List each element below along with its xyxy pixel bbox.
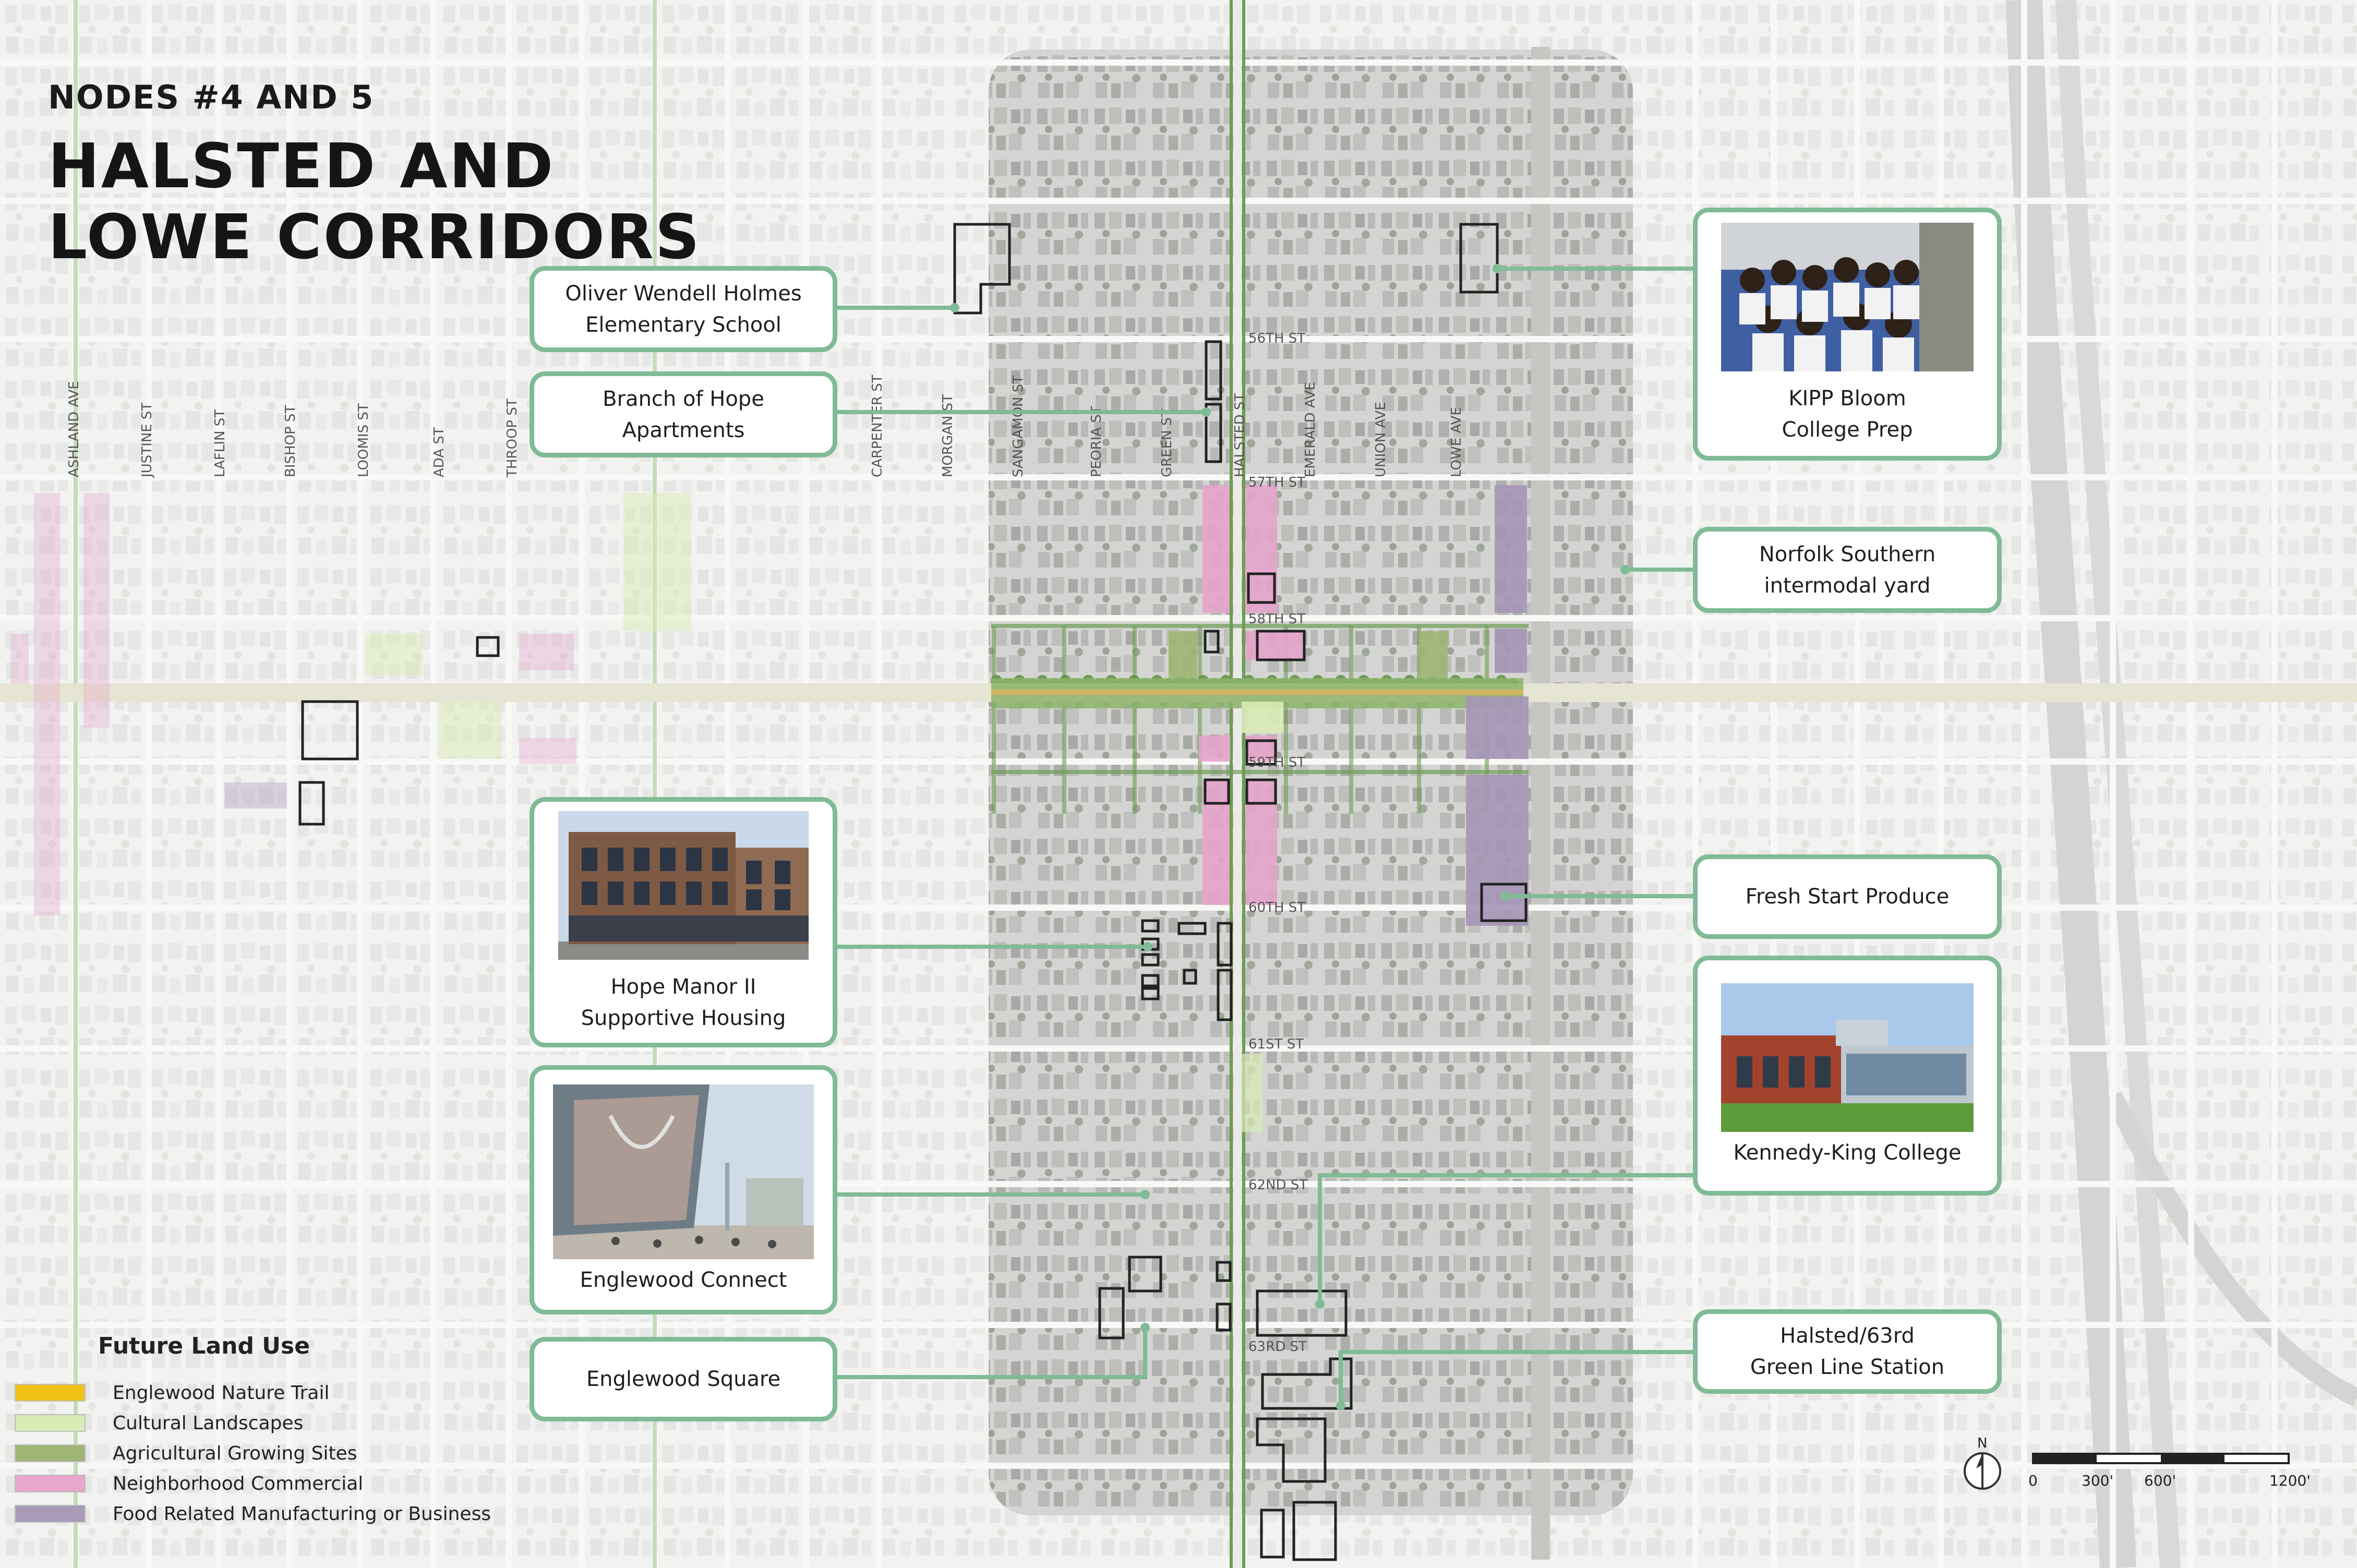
street-label-vertical: GREEN ST: [1159, 409, 1175, 477]
callout-label: Englewood Connect: [580, 1268, 787, 1292]
scale-label-300: 300': [2082, 1472, 2114, 1489]
legend-title: Future Land Use: [98, 1333, 310, 1359]
street-label-vertical: LOWE AVE: [1449, 407, 1464, 477]
callout-label: Hope Manor II Supportive Housing: [581, 974, 786, 1030]
street-label-horizontal: 63RD ST: [1248, 1339, 1307, 1355]
legend-label: Food Related Manufacturing or Business: [113, 1503, 491, 1525]
street-label-horizontal: 58TH ST: [1248, 611, 1305, 627]
street-label-vertical: ADA ST: [431, 427, 447, 477]
street-label-horizontal: 56TH ST: [1248, 331, 1305, 346]
legend-item-cultural: Cultural Landscapes: [15, 1412, 304, 1434]
legend-label: Englewood Nature Trail: [113, 1382, 330, 1404]
callout-label: Kennedy-King College: [1733, 1140, 1962, 1165]
legend-swatch: [15, 1414, 86, 1432]
street-label-vertical: ASHLAND AVE: [66, 381, 82, 477]
callout-fresh-start: Fresh Start Produce: [1693, 854, 2002, 939]
legend-item-nature-trail: Englewood Nature Trail: [15, 1382, 330, 1404]
legend-label: Cultural Landscapes: [113, 1412, 304, 1434]
street-label-vertical: JUSTINE ST: [139, 403, 155, 478]
callout-halsted-63rd: Halsted/63rd Green Line Station: [1693, 1309, 2002, 1394]
scale-bar: [2032, 1453, 2290, 1464]
callout-holmes: Oliver Wendell Holmes Elementary School: [530, 266, 837, 352]
street-label-vertical: LAFLIN ST: [212, 409, 228, 477]
legend-swatch: [15, 1444, 86, 1462]
callout-label: Branch of Hope Apartments: [603, 387, 764, 442]
street-label-vertical: LOOMIS ST: [356, 403, 371, 477]
legend-label: Neighborhood Commercial: [113, 1473, 364, 1494]
legend-swatch: [15, 1384, 86, 1402]
street-label-vertical: EMERALD AVE: [1303, 382, 1318, 477]
street-label-vertical: MORGAN ST: [940, 394, 956, 477]
legend-item-food: Food Related Manufacturing or Business: [15, 1503, 491, 1525]
callout-englewood-connect: Englewood Connect: [530, 1065, 837, 1314]
scale-label-1200: 1200': [2269, 1472, 2311, 1489]
street-label-vertical: CARPENTER ST: [870, 375, 885, 477]
callout-kipp-bloom: KIPP Bloom College Prep: [1693, 208, 2002, 461]
callout-kennedy-king: Kennedy-King College: [1693, 956, 2002, 1196]
street-label-horizontal: 60TH ST: [1248, 900, 1305, 915]
glass-building-rendering-photo: [553, 1084, 814, 1259]
scale-label-600: 600': [2144, 1472, 2176, 1489]
legend-item-agricultural: Agricultural Growing Sites: [15, 1443, 357, 1464]
callout-label: Englewood Square: [586, 1367, 781, 1391]
street-label-horizontal: 59TH ST: [1248, 755, 1305, 770]
callout-norfolk-southern: Norfolk Southern intermodal yard: [1693, 527, 2002, 613]
building-photo: [558, 811, 809, 960]
callout-label: Fresh Start Produce: [1745, 885, 1950, 909]
street-label-vertical: HALSTED ST: [1232, 393, 1248, 477]
legend-label: Agricultural Growing Sites: [113, 1442, 357, 1464]
legend-swatch: [15, 1505, 86, 1523]
callout-label: Halsted/63rd Green Line Station: [1750, 1324, 1945, 1379]
callout-englewood-square: Englewood Square: [530, 1337, 837, 1421]
north-label: N: [1977, 1436, 1988, 1451]
college-building-photo: [1721, 983, 1974, 1132]
scale-label-0: 0: [2028, 1472, 2038, 1489]
north-arrow-icon: [1964, 1452, 2001, 1490]
street-label-vertical: BISHOP ST: [283, 405, 298, 477]
street-label-horizontal: 57TH ST: [1248, 475, 1305, 490]
legend-swatch: [15, 1475, 86, 1492]
callout-label: KIPP Bloom College Prep: [1782, 387, 1913, 442]
callout-label: Oliver Wendell Holmes Elementary School: [565, 281, 802, 337]
street-label-vertical: THROOP ST: [504, 399, 520, 478]
street-label-horizontal: 61ST ST: [1248, 1036, 1304, 1052]
students-group-photo: [1721, 223, 1974, 371]
callout-label: Norfolk Southern intermodal yard: [1759, 542, 1936, 598]
page-title: HALSTED AND LOWE CORRIDORS: [48, 130, 701, 273]
street-label-vertical: PEORIA ST: [1089, 406, 1104, 477]
street-label-vertical: SANGAMON ST: [1011, 376, 1026, 477]
street-label-horizontal: 62ND ST: [1248, 1177, 1307, 1193]
callout-branch-of-hope: Branch of Hope Apartments: [530, 371, 837, 457]
page-subtitle: NODES #4 AND 5: [48, 78, 375, 116]
street-label-vertical: UNION AVE: [1373, 402, 1389, 477]
callout-hope-manor: Hope Manor II Supportive Housing: [530, 797, 837, 1047]
legend-item-commercial: Neighborhood Commercial: [15, 1473, 363, 1494]
